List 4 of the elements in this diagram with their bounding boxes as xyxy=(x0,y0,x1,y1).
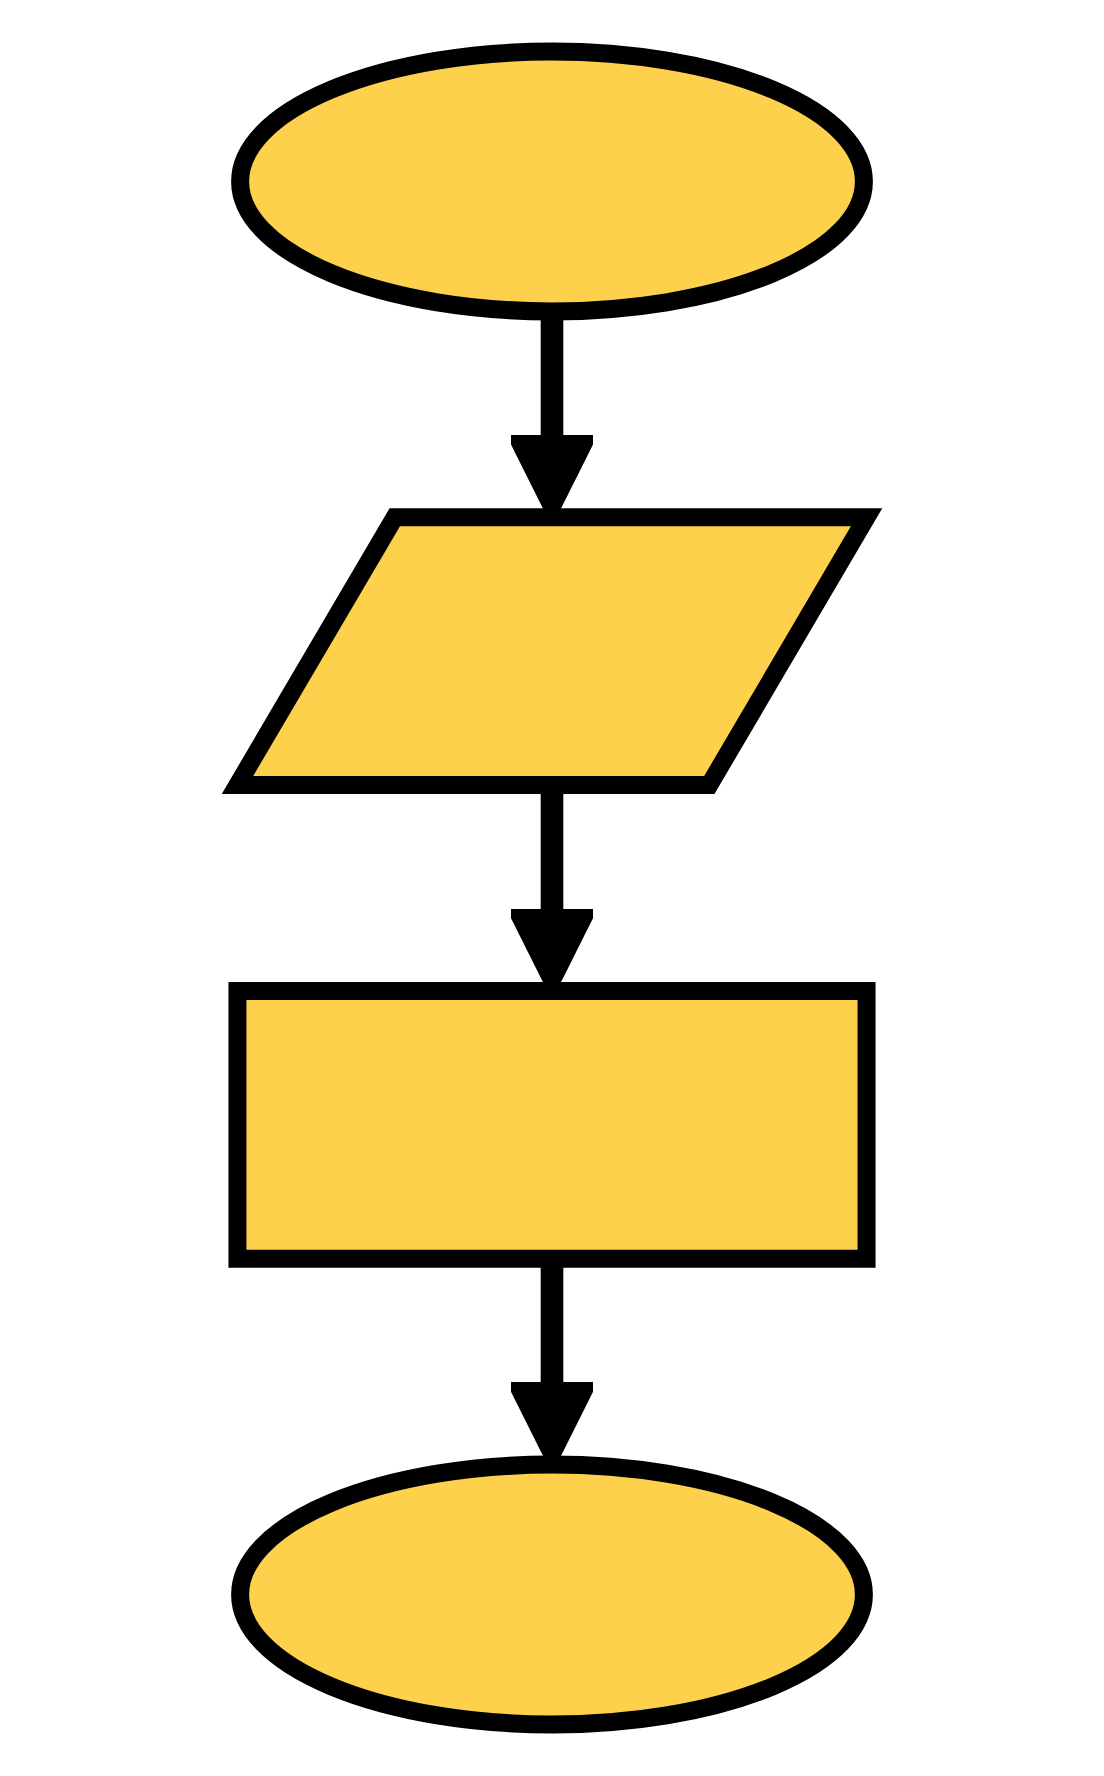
terminal-ellipse xyxy=(231,42,873,321)
terminal-ellipse xyxy=(231,1455,873,1734)
data-parallelogram xyxy=(221,508,883,795)
process-box xyxy=(228,981,876,1268)
